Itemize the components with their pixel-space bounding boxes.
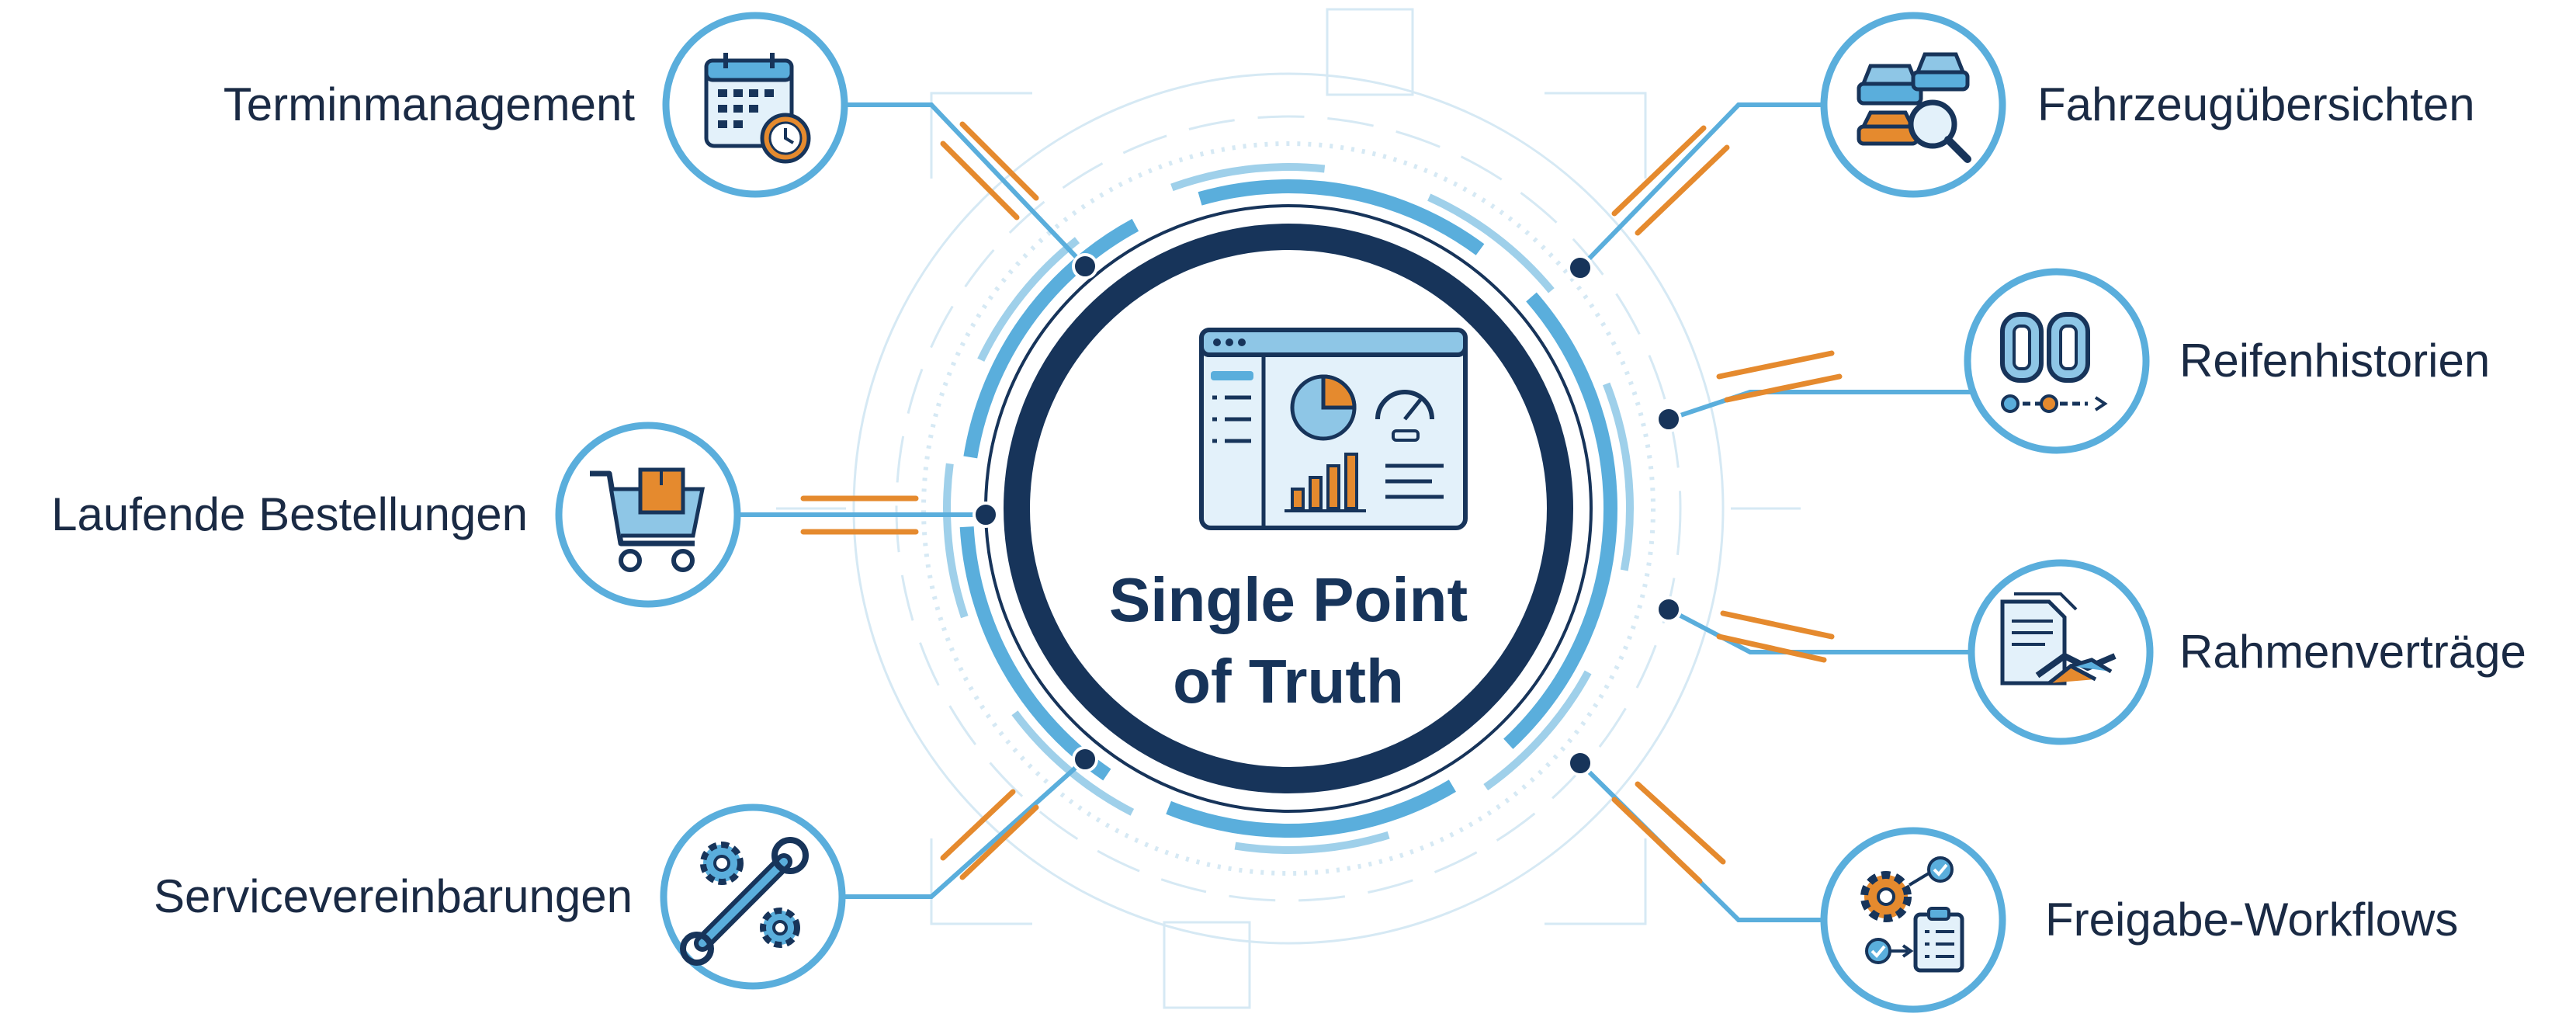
node-reifen[interactable]: Reifenhistorien [1964,268,2490,454]
node-label-fahrzeug: Fahrzeugübersichten [2037,78,2475,130]
background-circuit-rings [776,8,1801,1009]
connection-dots [973,253,1682,776]
node-label-service: Servicevereinbarungen [154,870,633,922]
inner-light-arcs [943,163,1634,854]
node-rahmen[interactable]: Rahmenverträge [1968,559,2526,745]
contract-handshake-icon [2000,592,2117,686]
node-freigabe[interactable]: Freigabe-Workflows [1820,827,2458,1013]
outer-blue-arcs [959,179,1617,838]
cars-search-icon [1857,52,1971,163]
center-title-line2: of Truth [1173,647,1404,716]
node-label-reifen: Reifenhistorien [2179,335,2490,387]
gears-wrench-icon [680,837,809,966]
node-label-terminmanagement: Terminmanagement [224,78,636,130]
node-fahrzeug[interactable]: Fahrzeugübersichten [1820,12,2475,198]
shopping-cart-icon [590,467,706,572]
node-service[interactable]: Servicevereinbarungen [154,804,846,990]
node-label-rahmen: Rahmenverträge [2179,626,2526,678]
node-label-freigabe: Freigabe-Workflows [2045,894,2458,946]
node-bestellungen[interactable]: Laufende Bestellungen [51,422,741,608]
node-label-bestellungen: Laufende Bestellungen [51,488,528,540]
orange-accents [800,121,1843,884]
calendar-clock-icon [704,53,811,164]
dashboard-icon [1199,328,1468,530]
tires-timeline-icon [2000,312,2108,413]
node-terminmanagement[interactable]: Terminmanagement [224,12,848,198]
center-title-line1: Single Point [1109,565,1468,634]
gear-checklist-icon [1860,856,1964,973]
